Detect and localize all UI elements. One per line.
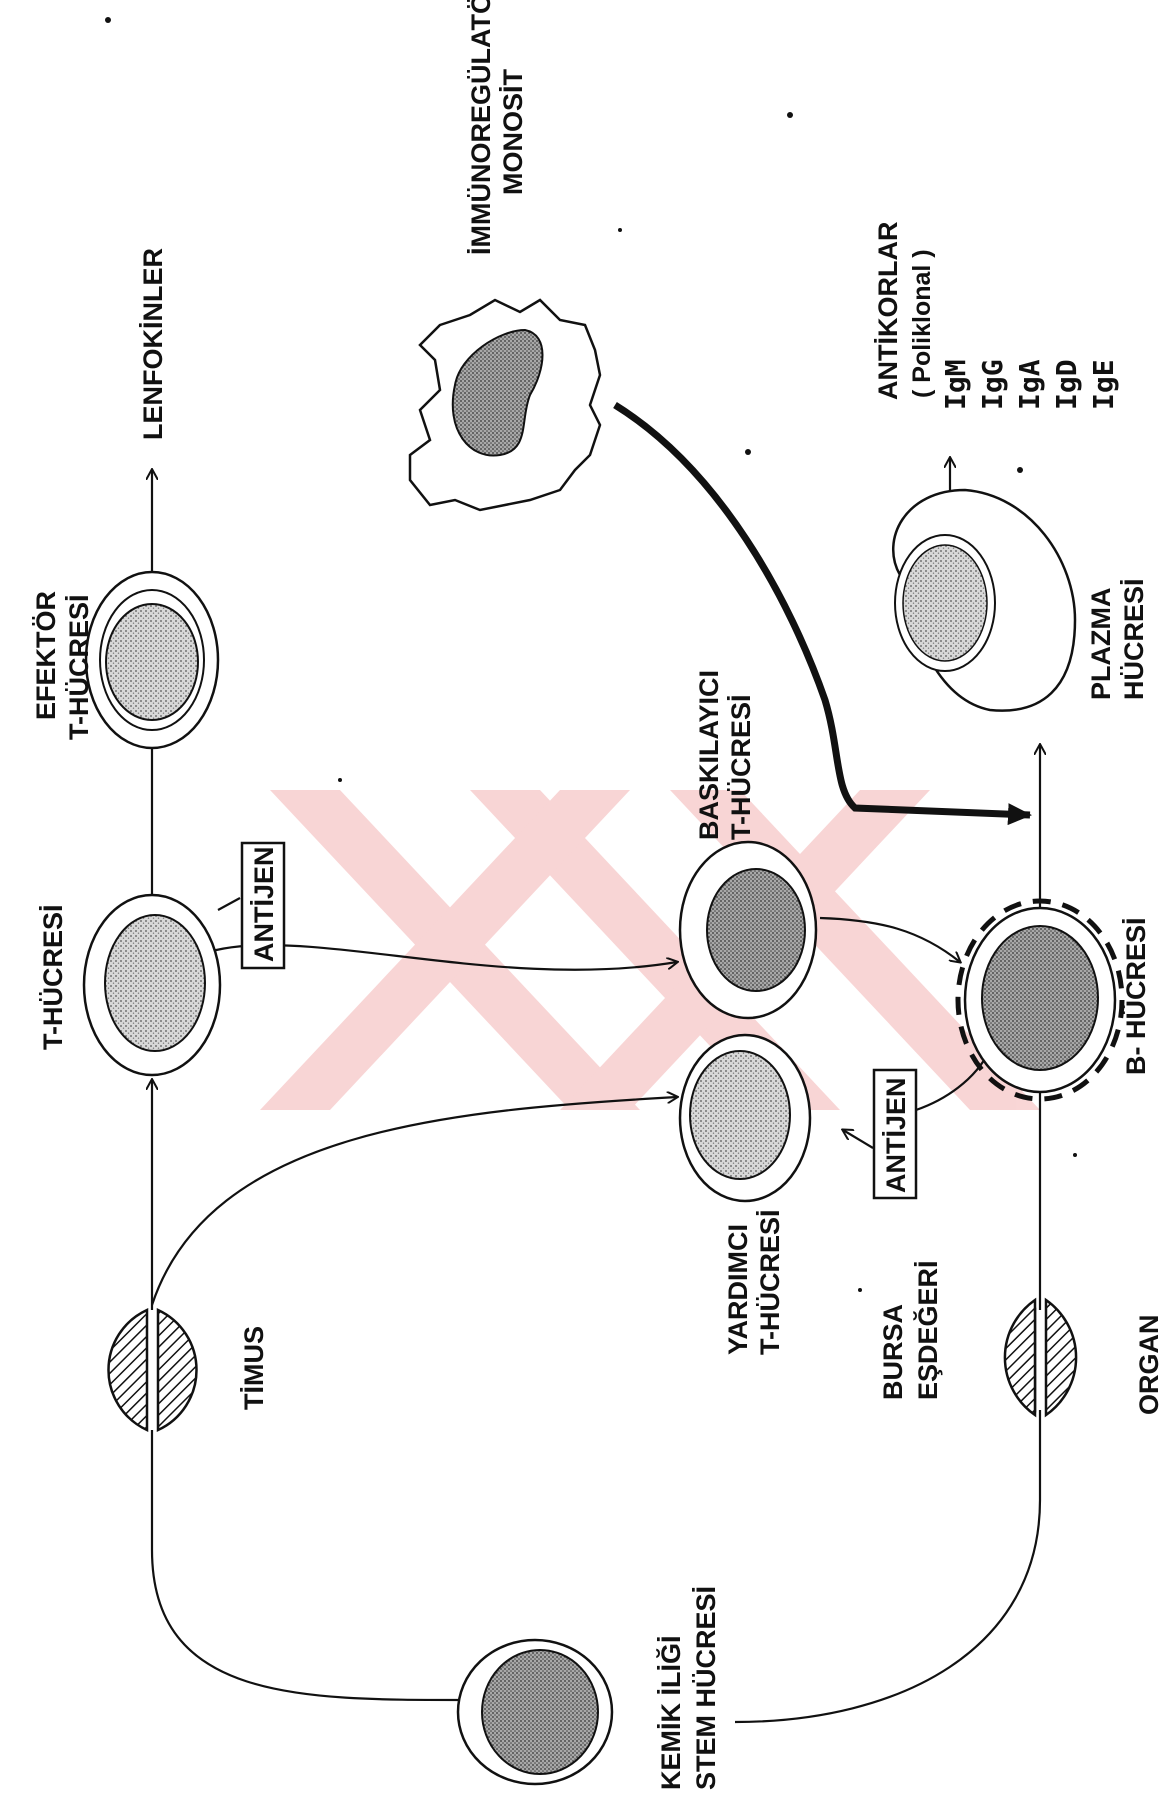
baskilayici-label-2: T-HÜCRESİ [726,694,756,840]
bursa-label-2: EŞDEĞERİ [912,1260,943,1400]
t-cell [84,895,220,1075]
organ-label: ORGAN [1134,1315,1162,1416]
ig-item: IgM [939,359,972,410]
arrow-antijen-to-yardimci [843,1130,873,1148]
antijen-top-label: ANTİJEN [249,846,279,962]
immuno-label-1: İMMÜNOREGÜLATÖR [466,0,496,255]
line-antijen-to-tcell [218,898,240,910]
yardimci-t-cell [680,1035,810,1201]
efektor-label-2: T-HÜCRESİ [64,594,94,740]
kemik-label-2: STEM HÜCRESİ [691,1586,721,1790]
arrow-timus-to-yardimci [152,1097,677,1305]
lenfokinler-label: LENFOKİNLER [138,248,168,440]
bursa-organ-icon [1005,1300,1076,1415]
plazma-cell [893,490,1075,711]
timus-organ-icon [108,1310,196,1430]
timus-label: TİMUS [239,1326,269,1410]
t-hucresi-label: T-HÜCRESİ [38,904,68,1050]
bursa-label-1: BURSA [878,1304,908,1400]
antijen-bottom-label: ANTİJEN [881,1077,911,1193]
ig-list: IgM IgG IgA IgD IgE [939,359,1120,410]
monosit-cell [410,300,600,510]
kemik-label-1: KEMİK İLİĞİ [655,1636,686,1791]
effector-t-cell [86,572,218,748]
ig-item: IgE [1087,359,1120,410]
plazma-label-2: HÜCRESİ [1119,578,1149,700]
efektor-label-1: EFEKTÖR [31,591,61,720]
b-hucresi-label: B- HÜCRESİ [1121,917,1151,1075]
yardimci-label-2: T-HÜCRESİ [755,1209,785,1355]
line-stem-to-timus [152,1430,462,1700]
stem-cell [458,1640,612,1784]
antijen-box-bottom: ANTİJEN [874,1070,916,1198]
baskilayici-label-1: BASKILAYICI [694,670,724,840]
yardimci-label-1: YARDIMCI [723,1224,753,1355]
baskilayici-t-cell [680,842,816,1018]
antijen-box-top: ANTİJEN [242,843,284,968]
antikorlar-label-1: ANTİKORLAR [873,222,903,400]
watermark [260,790,1040,1110]
antikorlar-label-2: ( Poliklonal ) [908,249,936,398]
ig-item: IgA [1013,359,1046,410]
immuno-label-2: MONOSİT [498,68,528,195]
plazma-label-1: PLAZMA [1086,588,1116,700]
ig-item: IgG [976,359,1009,410]
line-stem-to-bursa [735,1410,1040,1722]
ig-item: IgD [1050,359,1083,410]
